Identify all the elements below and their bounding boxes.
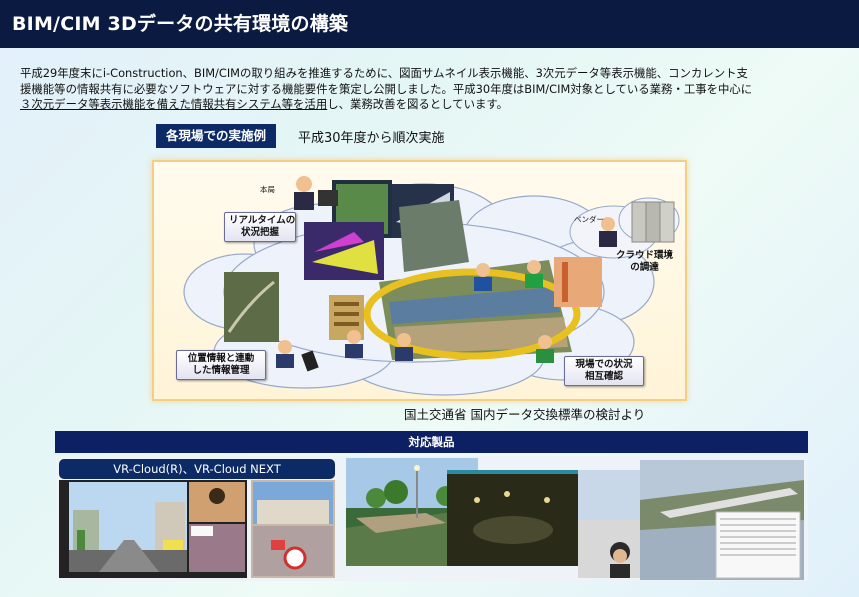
person-center [345,330,363,358]
intro-line-3: し、業務改善を図るとしています。 [327,97,508,111]
label-cloud: クラウド環境 の調達 [616,250,674,273]
person-right [395,333,413,361]
person-bottom-right [536,335,554,363]
product-tab: VR-Cloud(R)、VR-Cloud NEXT [59,459,335,479]
label-realtime: リアルタイムの 状況把握 [224,212,296,242]
case-subtitle: 平成30年度から順次実施 [298,131,445,146]
product-screenshot-meeting [578,470,641,578]
products-header: 対応製品 [55,431,808,453]
label-location: 位置情報と連動 した情報管理 [176,350,266,380]
label-site: 現場での状況 相互確認 [564,356,644,386]
intro-line-2: 援機能等の情報共有に必要なソフトウェアに対する機能要件を策定し公開しました。平成… [20,81,753,96]
label-honkyoku: 本局 [260,185,275,194]
intro-paragraph: 平成29年度末にi-Construction、BIM/CIMの取り組みを推進する… [20,66,840,113]
products-panel: VR-Cloud(R)、VR-Cloud NEXT [55,456,808,581]
title-bar: BIM/CIM 3Dデータの共有環境の構築 [0,0,859,48]
intro-line-1: 平成29年度末にi-Construction、BIM/CIMの取り組みを推進する… [20,66,748,80]
page-title: BIM/CIM 3Dデータの共有環境の構築 [12,13,349,35]
person-site-1 [474,263,492,291]
intro-underlined-text: ３次元データ等表示機能を備えた情報共有システム等を活用 [20,97,328,111]
product-screenshot-street [59,480,247,578]
source-caption: 国土交通省 国内データ交換標準の検討より [404,407,646,422]
product-screenshot-map [251,480,335,578]
product-screenshot-night [447,470,579,566]
label-vendor: ベンダー [574,215,604,224]
person-honkyoku [294,176,338,210]
person-vendor [599,217,617,247]
case-label: 各現場での実施例 [156,124,277,148]
product-screenshot-civil [640,460,804,580]
figure-illustration [154,162,685,399]
person-bottom-left [276,340,319,372]
sharing-environment-figure: 本局 リアルタイムの 状況把握 ベンダー クラウド環境 の調達 位置情報と連動 … [152,160,687,401]
person-site-2 [525,260,543,288]
